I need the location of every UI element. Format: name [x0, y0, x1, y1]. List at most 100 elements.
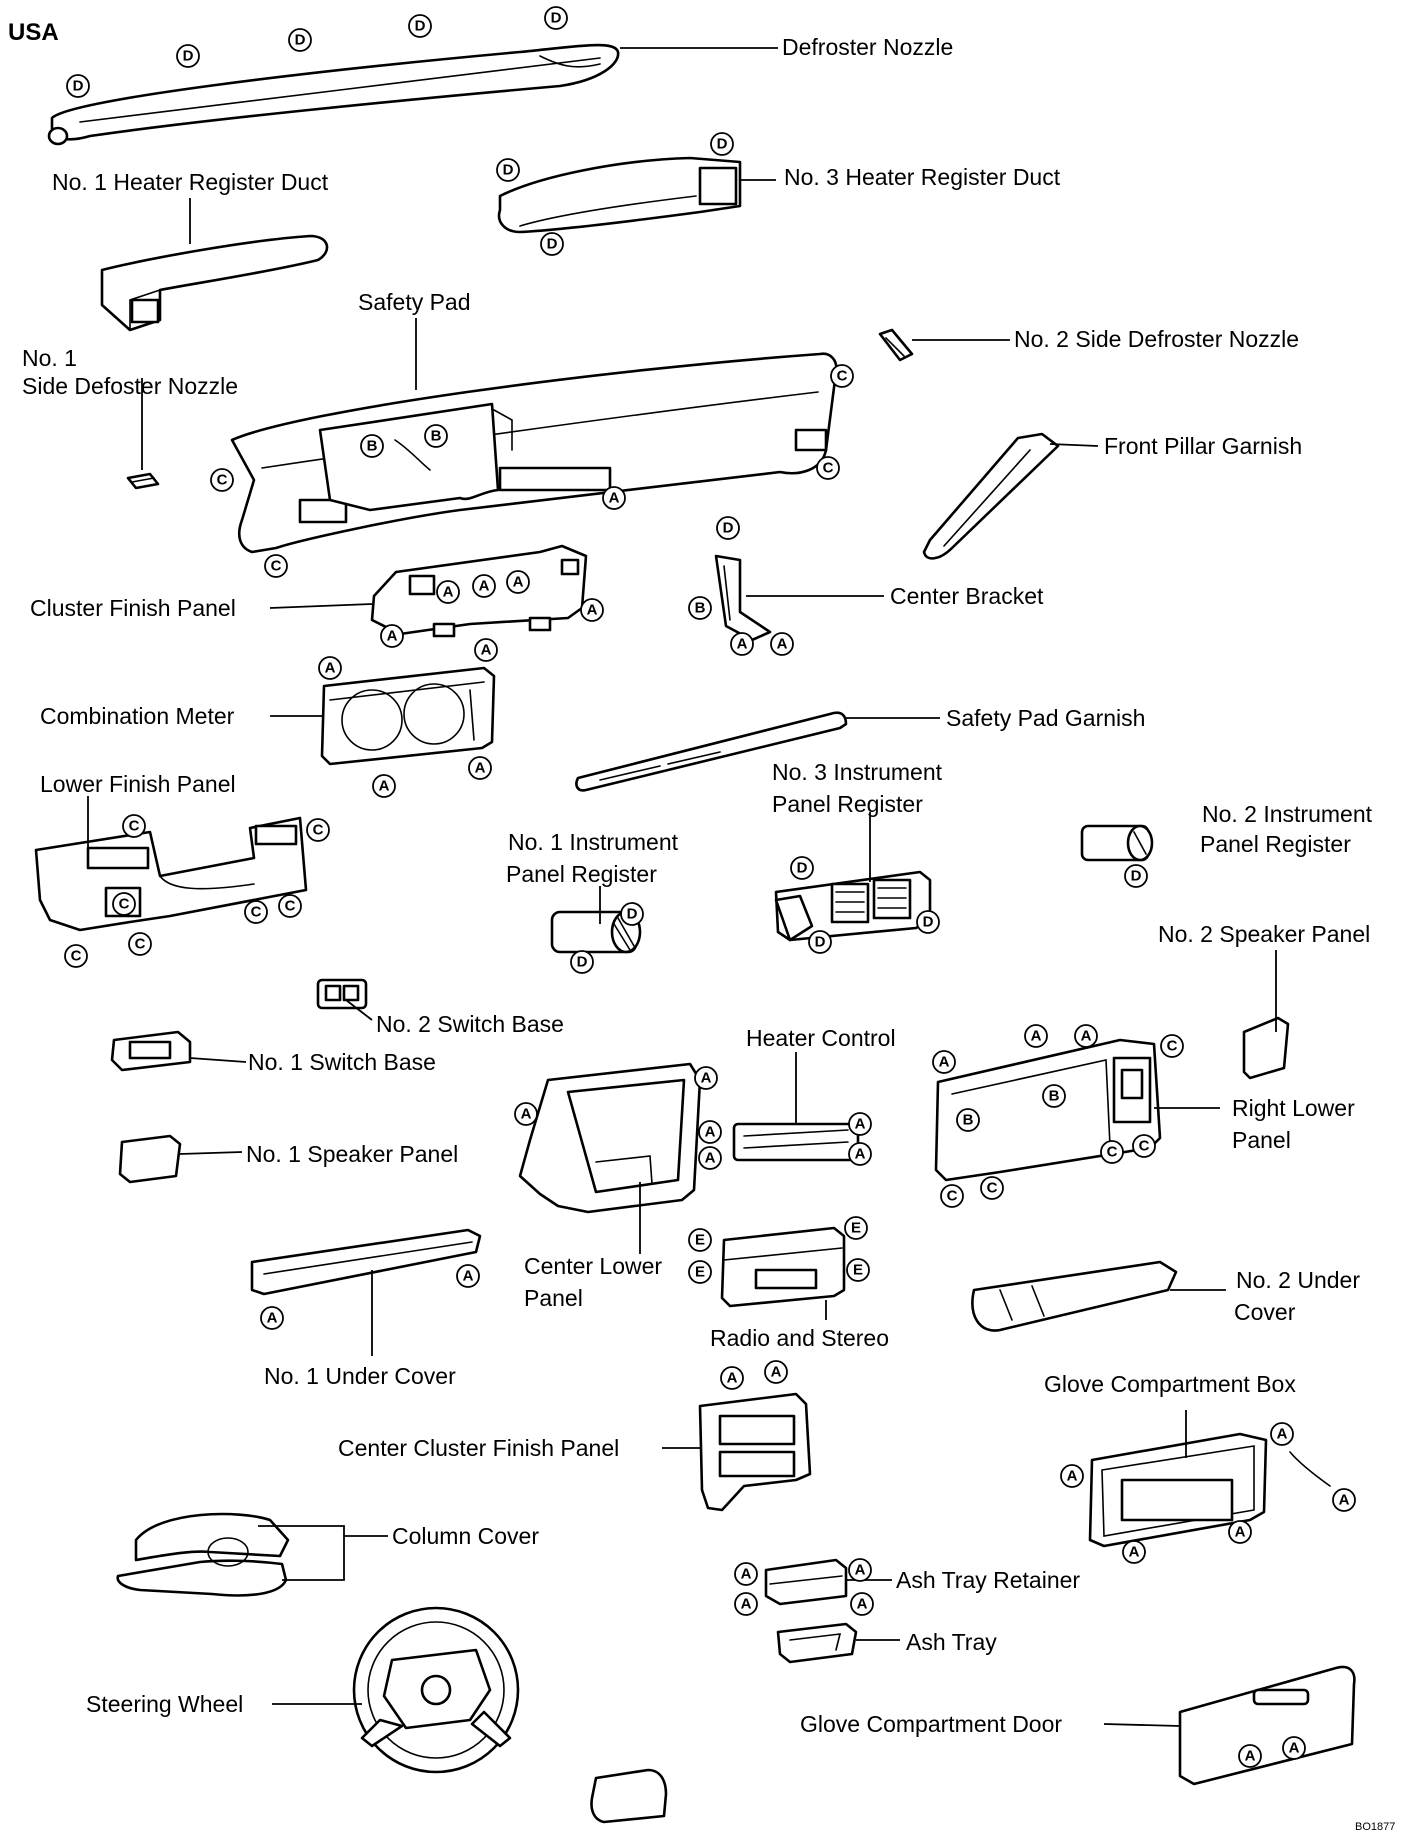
svg-text:C: C — [987, 1180, 998, 1197]
marker-c: C — [816, 456, 840, 480]
no1-switch-base-part — [110, 1030, 192, 1072]
svg-text:A: A — [771, 1364, 782, 1381]
marker-e: E — [688, 1228, 712, 1252]
center-lower-panel-part — [518, 1062, 702, 1214]
label-no2-under-cover-line1: No. 2 Under — [1236, 1267, 1360, 1293]
no2-switch-base-part — [316, 978, 368, 1010]
marker-d: D — [66, 74, 90, 98]
leader-lines — [87, 47, 1277, 1727]
svg-text:A: A — [443, 584, 454, 601]
marker-a: A — [848, 1112, 872, 1136]
marker-a: A — [318, 656, 342, 680]
marker-a: A — [720, 1366, 744, 1390]
label-ash-tray-retainer: Ash Tray Retainer — [896, 1567, 1080, 1593]
svg-text:D: D — [627, 906, 638, 923]
no2-instrument-panel-register-part — [1080, 824, 1154, 862]
svg-text:A: A — [701, 1070, 712, 1087]
marker-b: B — [1042, 1084, 1066, 1108]
svg-text:D: D — [547, 236, 558, 253]
marker-a: A — [380, 624, 404, 648]
marker-b: B — [360, 434, 384, 458]
svg-text:C: C — [1107, 1144, 1118, 1161]
marker-d: D — [1124, 864, 1148, 888]
marker-a: A — [694, 1066, 718, 1090]
marker-c: C — [1132, 1134, 1156, 1158]
svg-text:A: A — [609, 490, 620, 507]
horn-pad-part — [590, 1768, 668, 1824]
label-cluster-finish-panel: Cluster Finish Panel — [30, 595, 236, 621]
svg-text:A: A — [1235, 1524, 1246, 1541]
label-no3-heater-register-duct: No. 3 Heater Register Duct — [784, 164, 1061, 190]
marker-d: D — [790, 856, 814, 880]
marker-c: C — [264, 554, 288, 578]
svg-text:E: E — [695, 1232, 705, 1249]
svg-text:A: A — [1277, 1426, 1288, 1443]
svg-text:B: B — [963, 1112, 974, 1129]
label-no3-instrument-panel-register-line2: Panel Register — [772, 791, 923, 817]
svg-text:C: C — [947, 1188, 958, 1205]
column-cover-part — [116, 1512, 290, 1597]
marker-a: A — [932, 1050, 956, 1074]
marker-b: B — [424, 424, 448, 448]
marker-a: A — [372, 774, 396, 798]
svg-text:C: C — [1167, 1038, 1178, 1055]
svg-text:A: A — [521, 1106, 532, 1123]
label-center-lower-panel-line1: Center Lower — [524, 1253, 662, 1279]
svg-text:A: A — [481, 642, 492, 659]
label-no2-instrument-panel-register-line2: Panel Register — [1200, 831, 1351, 857]
marker-a: A — [472, 574, 496, 598]
svg-text:B: B — [1049, 1088, 1060, 1105]
marker-a: A — [580, 598, 604, 622]
no1-side-defroster-nozzle-part — [126, 472, 160, 490]
marker-d: D — [496, 158, 520, 182]
ash-tray-retainer-part — [764, 1558, 848, 1606]
svg-text:C: C — [71, 948, 82, 965]
svg-text:B: B — [695, 600, 706, 617]
marker-c: C — [306, 818, 330, 842]
svg-text:C: C — [251, 904, 262, 921]
marker-a: A — [764, 1360, 788, 1384]
label-right-lower-panel-line2: Panel — [1232, 1127, 1291, 1153]
marker-d: D — [540, 232, 564, 256]
marker-c: C — [940, 1184, 964, 1208]
svg-text:D: D — [717, 136, 728, 153]
label-combination-meter: Combination Meter — [40, 703, 235, 729]
svg-text:D: D — [815, 934, 826, 951]
svg-text:D: D — [183, 48, 194, 65]
label-center-lower-panel-line2: Panel — [524, 1285, 583, 1311]
no3-heater-register-duct-part — [497, 156, 742, 234]
marker-a: A — [698, 1146, 722, 1170]
svg-text:A: A — [741, 1596, 752, 1613]
label-defroster-nozzle: Defroster Nozzle — [782, 34, 953, 60]
svg-text:A: A — [741, 1566, 752, 1583]
svg-text:A: A — [737, 636, 748, 653]
marker-c: C — [1160, 1034, 1184, 1058]
svg-text:D: D — [503, 162, 514, 179]
no1-instrument-panel-register-part — [550, 910, 642, 954]
marker-e: E — [688, 1260, 712, 1284]
marker-a: A — [468, 756, 492, 780]
svg-text:B: B — [367, 438, 378, 455]
steering-wheel-part — [352, 1606, 520, 1774]
no2-speaker-panel-part — [1242, 1016, 1290, 1080]
marker-b: B — [956, 1108, 980, 1132]
marker-c: C — [64, 944, 88, 968]
label-center-bracket: Center Bracket — [890, 583, 1044, 609]
label-ash-tray: Ash Tray — [906, 1629, 997, 1655]
safety-pad-part — [230, 352, 838, 554]
label-no1-instrument-panel-register-line2: Panel Register — [506, 861, 657, 887]
marker-a: A — [514, 1102, 538, 1126]
svg-text:C: C — [837, 368, 848, 385]
marker-a: A — [456, 1264, 480, 1288]
svg-text:D: D — [723, 520, 734, 537]
marker-c: C — [830, 364, 854, 388]
svg-text:D: D — [73, 78, 84, 95]
svg-text:E: E — [853, 1262, 863, 1279]
marker-d: D — [710, 132, 734, 156]
label-radio-and-stereo: Radio and Stereo — [710, 1325, 889, 1351]
label-front-pillar-garnish: Front Pillar Garnish — [1104, 433, 1302, 459]
label-no2-under-cover-line2: Cover — [1234, 1299, 1296, 1325]
marker-a: A — [698, 1120, 722, 1144]
